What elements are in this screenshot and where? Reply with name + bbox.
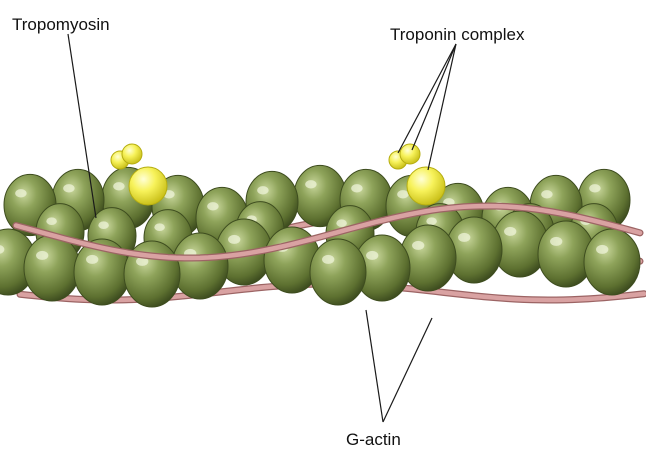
g-actin-monomer (584, 229, 640, 295)
g-actin-label: G-actin (346, 430, 401, 449)
troponin-subunit (400, 144, 420, 164)
g-actin-monomer (172, 233, 228, 299)
troponin-leader-3 (428, 44, 456, 170)
troponin-subunit (407, 167, 445, 205)
troponin-leader-1 (398, 44, 456, 153)
g-actin-leader-1 (366, 310, 383, 422)
troponin-subunit (129, 167, 167, 205)
troponin-leader-2 (412, 44, 456, 150)
tropomyosin-label: Tropomyosin (12, 15, 110, 34)
troponin-complex-label: Troponin complex (390, 25, 525, 44)
g-actin-leader-2 (383, 318, 432, 422)
g-actin-monomer (310, 239, 366, 305)
troponin-subunit (122, 144, 142, 164)
g-actin-monomer (24, 235, 80, 301)
